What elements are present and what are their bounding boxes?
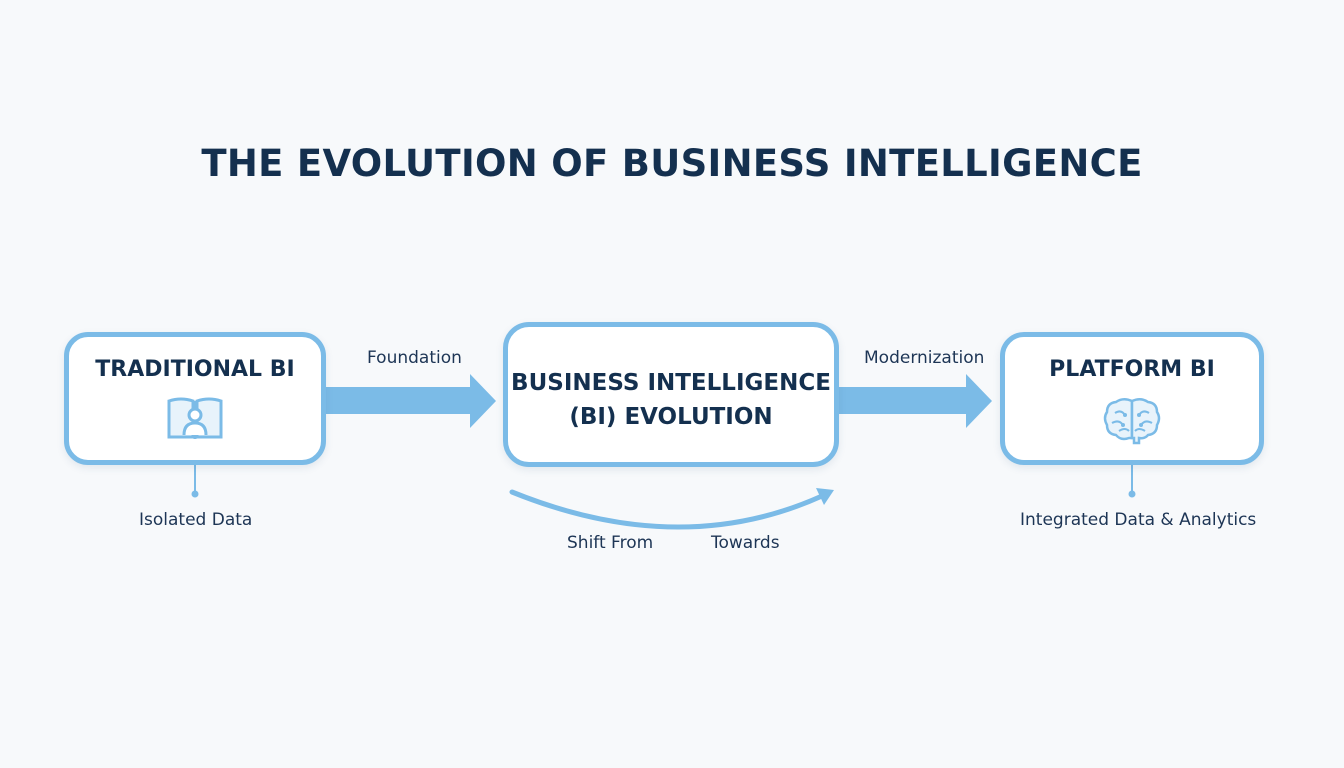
connector-left-dot xyxy=(191,490,199,498)
arrow-foundation xyxy=(326,374,496,428)
brain-icon xyxy=(1101,395,1163,449)
book-person-icon xyxy=(165,395,225,447)
node-bi-evolution-title: BUSINESS INTELLIGENCE (BI) EVOLUTION xyxy=(508,366,834,434)
curve-label-towards: Towards xyxy=(711,533,780,553)
node-traditional-bi: TRADITIONAL BI xyxy=(64,332,326,465)
arrow-label-modernization: Modernization xyxy=(864,348,985,368)
node-platform-bi: PLATFORM BI xyxy=(1000,332,1264,465)
caption-integrated-data: Integrated Data & Analytics xyxy=(1020,510,1257,530)
curve-label-shift-from: Shift From xyxy=(567,533,654,553)
node-bi-evolution: BUSINESS INTELLIGENCE (BI) EVOLUTION xyxy=(503,322,839,467)
arrow-modernization xyxy=(839,374,992,428)
node-bi-evolution-title-line1: BUSINESS INTELLIGENCE xyxy=(511,370,831,396)
arrow-label-foundation: Foundation xyxy=(367,348,462,368)
node-bi-evolution-title-line2: (BI) EVOLUTION xyxy=(569,404,773,430)
diagram-title: THE EVOLUTION OF BUSINESS INTELLIGENCE xyxy=(201,142,1143,185)
node-traditional-bi-title: TRADITIONAL BI xyxy=(95,357,295,382)
node-platform-bi-title: PLATFORM BI xyxy=(1049,357,1215,382)
caption-isolated-data: Isolated Data xyxy=(139,510,253,530)
connector-right-dot xyxy=(1128,490,1136,498)
shift-curve-arrowhead xyxy=(816,488,834,505)
shift-curve-arrow xyxy=(509,489,825,530)
